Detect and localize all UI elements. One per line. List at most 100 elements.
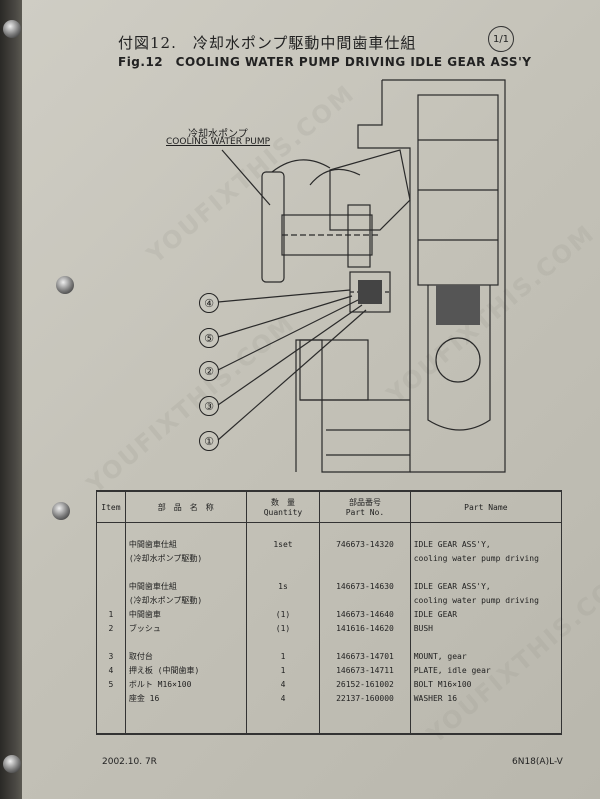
binder-ring-bottom: [3, 755, 21, 773]
pump-label-english: COOLING WATER PUMP: [166, 137, 271, 147]
table-cell-pname: [409, 719, 563, 735]
header-quantity-en: Quantity: [263, 508, 303, 517]
table-cell-qty: [245, 705, 321, 719]
table-cell-item: [96, 593, 126, 607]
table-cell-name: [124, 719, 247, 735]
table-cell-pname: cooling water pump driving: [409, 593, 563, 607]
header-part-number: 部品番号 Part No.: [319, 490, 411, 523]
gear-housing: [329, 149, 411, 231]
table-cell-pname: cooling water pump driving: [409, 551, 563, 565]
table-row: (冷却水ポンプ駆動)cooling water pump driving: [96, 551, 563, 565]
table-cell-pname: [409, 635, 563, 649]
table-row: [96, 705, 563, 719]
header-quantity: 数 量 Quantity: [245, 490, 321, 523]
table-cell-name: [124, 705, 247, 719]
table-cell-item: 2: [96, 621, 126, 635]
header-part-name-jp: 部 品 名 称: [124, 490, 247, 523]
page-title-english: Fig.12 COOLING WATER PUMP DRIVING IDLE G…: [118, 55, 532, 69]
table-cell-name: 中間歯車仕組: [124, 579, 247, 593]
table-cell-pname: IDLE GEAR ASS'Y,: [409, 579, 563, 593]
table-cell-qty: 4: [245, 677, 321, 691]
binder-edge: [0, 0, 22, 799]
revision-date: 2002.10. 7R: [102, 757, 157, 767]
callout-item-4: ④: [199, 293, 219, 313]
table-cell-qty: (1): [245, 607, 321, 621]
table-cell-qty: 1: [245, 649, 321, 663]
lower-housing: [299, 339, 369, 401]
table-cell-item: [96, 565, 126, 579]
punch-hole-lower: [52, 502, 70, 520]
table-cell-pno: [319, 565, 411, 579]
table-cell-pname: IDLE GEAR: [409, 607, 563, 621]
table-cell-item: [96, 719, 126, 735]
table-cell-pno: [319, 522, 411, 537]
table-cell-qty: 1: [245, 663, 321, 677]
table-cell-pno: 746673-14320: [319, 537, 411, 551]
table-cell-item: [96, 551, 126, 565]
table-cell-name: 中間歯車仕組: [124, 537, 247, 551]
table-cell-pno: [319, 719, 411, 735]
table-cell-name: [124, 522, 247, 537]
table-cell-name: 座金 16: [124, 691, 247, 705]
table-cell-item: 4: [96, 663, 126, 677]
idle-gear-bush: [358, 280, 382, 304]
table-cell-name: 取付台: [124, 649, 247, 663]
table-cell-pno: 26152-161002: [319, 677, 411, 691]
table-cell-name: [124, 635, 247, 649]
table-cell-name: ブッシュ: [124, 621, 247, 635]
table-cell-name: 中間歯車: [124, 607, 247, 621]
binder-ring-top: [3, 20, 21, 38]
table-cell-item: 5: [96, 677, 126, 691]
table-cell-item: [96, 579, 126, 593]
table-cell-pname: WASHER 16: [409, 691, 563, 705]
crank-case: [427, 285, 491, 431]
table-row: [96, 522, 563, 537]
table-cell-item: [96, 537, 126, 551]
table-cell-pname: BUSH: [409, 621, 563, 635]
table-cell-pname: [409, 705, 563, 719]
table-cell-pno: [319, 635, 411, 649]
parts-list-table: Item 部 品 名 称 数 量 Quantity 部品番号 Part No. …: [96, 490, 563, 735]
table-cell-pname: IDLE GEAR ASS'Y,: [409, 537, 563, 551]
table-cell-qty: [245, 565, 321, 579]
table-cell-pno: 146673-14640: [319, 607, 411, 621]
table-row: [96, 565, 563, 579]
table-row: (冷却水ポンプ駆動) cooling water pump driving: [96, 593, 563, 607]
table-cell-pno: 22137-160000: [319, 691, 411, 705]
pump-label-japanese: 冷却水ポンプ: [188, 129, 248, 140]
table-cell-pname: PLATE, idle gear: [409, 663, 563, 677]
callout-item-2: ②: [199, 361, 219, 381]
table-cell-qty: [245, 593, 321, 607]
table-cell-qty: [245, 522, 321, 537]
table-cell-pno: [319, 551, 411, 565]
header-item: Item: [96, 490, 126, 523]
assembly-drawing: [217, 79, 506, 473]
callout-item-1: ①: [199, 431, 219, 451]
table-cell-pname: [409, 565, 563, 579]
sheet-number: 1/1: [488, 26, 514, 52]
table-cell-pno: [319, 705, 411, 719]
table-cell-name: (冷却水ポンプ駆動): [124, 593, 247, 607]
header-part-name-en: Part Name: [409, 490, 563, 523]
table-cell-pno: 146673-14701: [319, 649, 411, 663]
table-cell-item: 1: [96, 607, 126, 621]
table-header-row: Item 部 品 名 称 数 量 Quantity 部品番号 Part No. …: [96, 490, 563, 523]
table-cell-qty: [245, 719, 321, 735]
table-cell-qty: 4: [245, 691, 321, 705]
table-cell-item: [96, 691, 126, 705]
table-cell-item: [96, 522, 126, 537]
crank-journal: [435, 337, 481, 383]
table-cell-pno: 146673-14711: [319, 663, 411, 677]
header-part-number-jp: 部品番号: [348, 498, 381, 507]
pump-drive-gear: [347, 204, 371, 268]
punch-hole-upper: [56, 276, 74, 294]
table-cell-pno: [319, 593, 411, 607]
